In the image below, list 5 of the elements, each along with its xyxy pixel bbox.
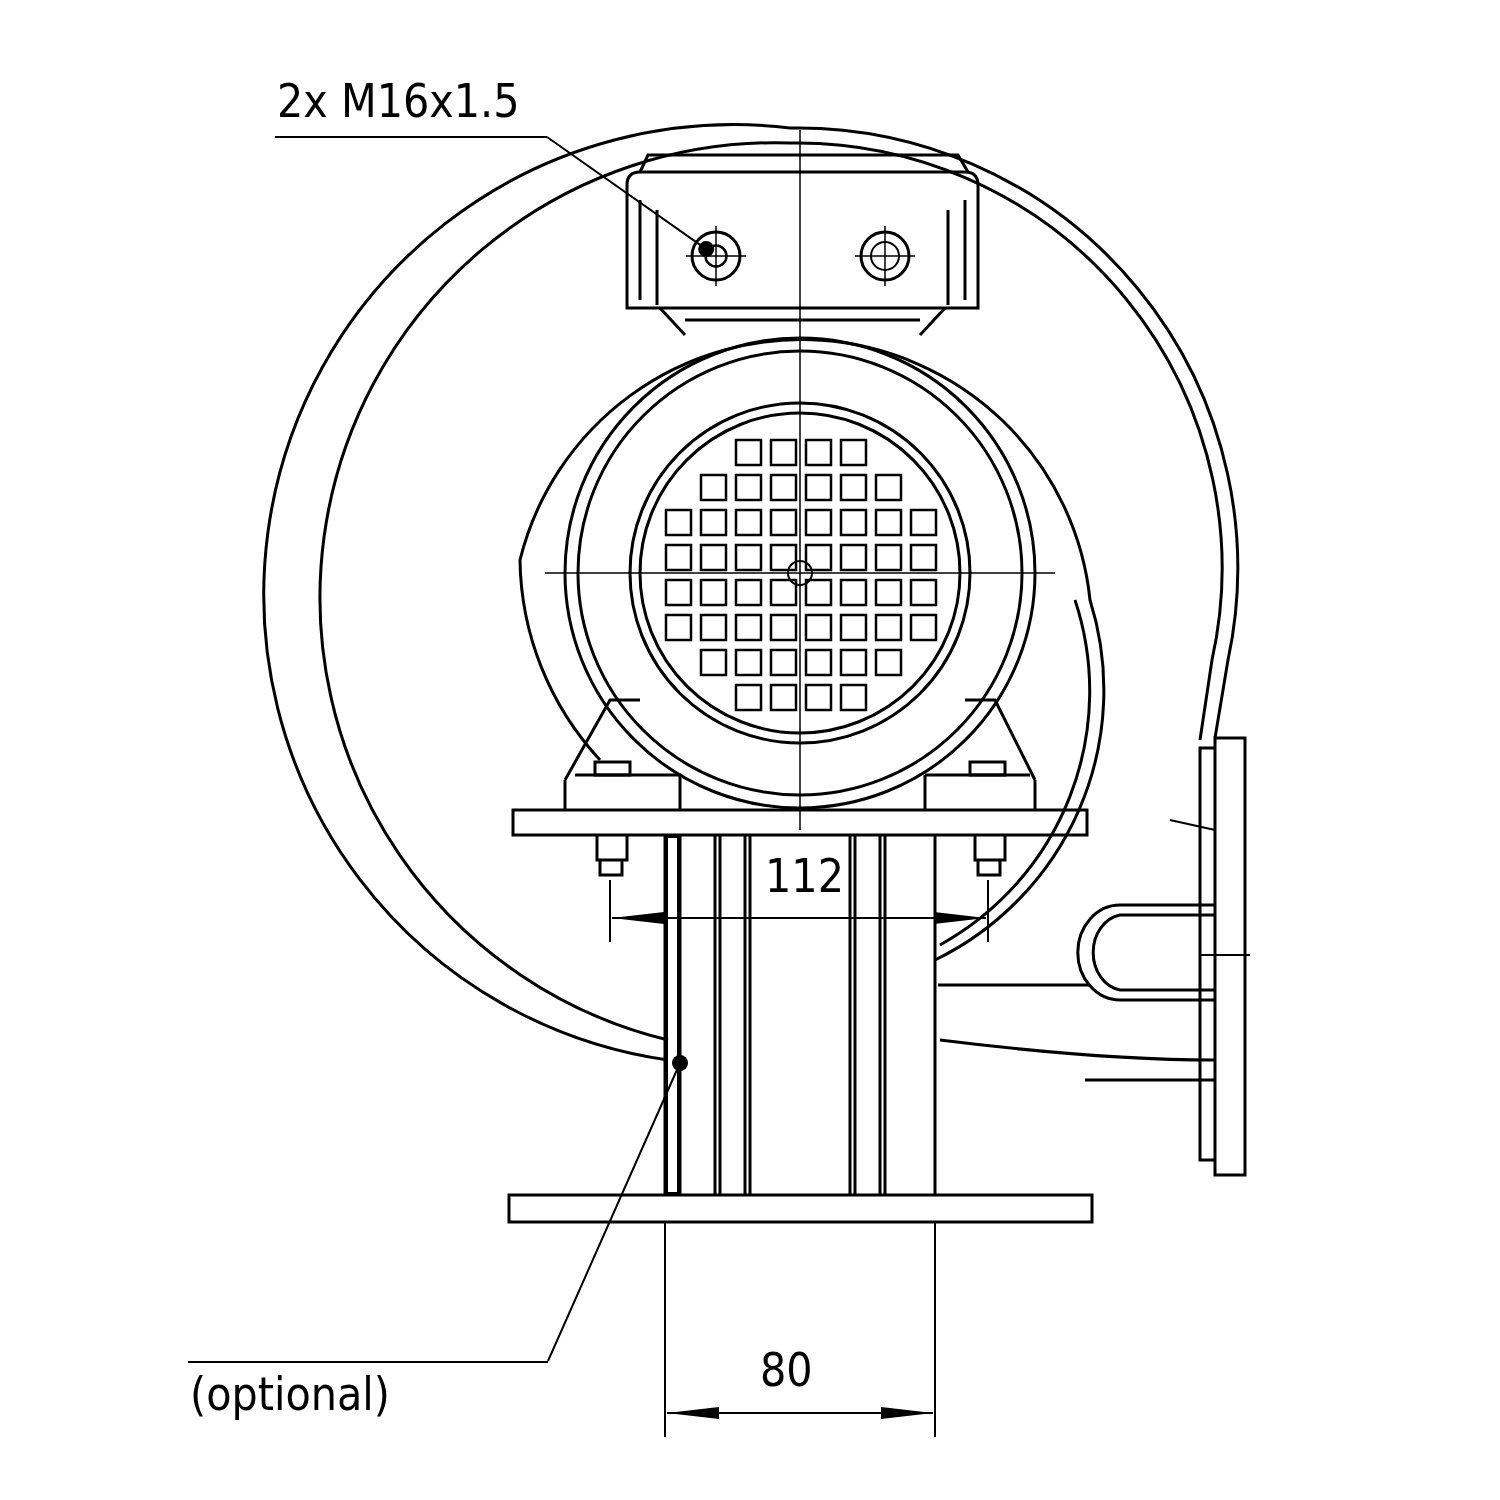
leader-line [547, 1055, 688, 1362]
dimension-value: 112 [765, 853, 844, 899]
callout-text: 2x M16x1.5 [277, 78, 520, 124]
dimension-value: 80 [760, 1347, 813, 1393]
leader-line [546, 136, 715, 258]
